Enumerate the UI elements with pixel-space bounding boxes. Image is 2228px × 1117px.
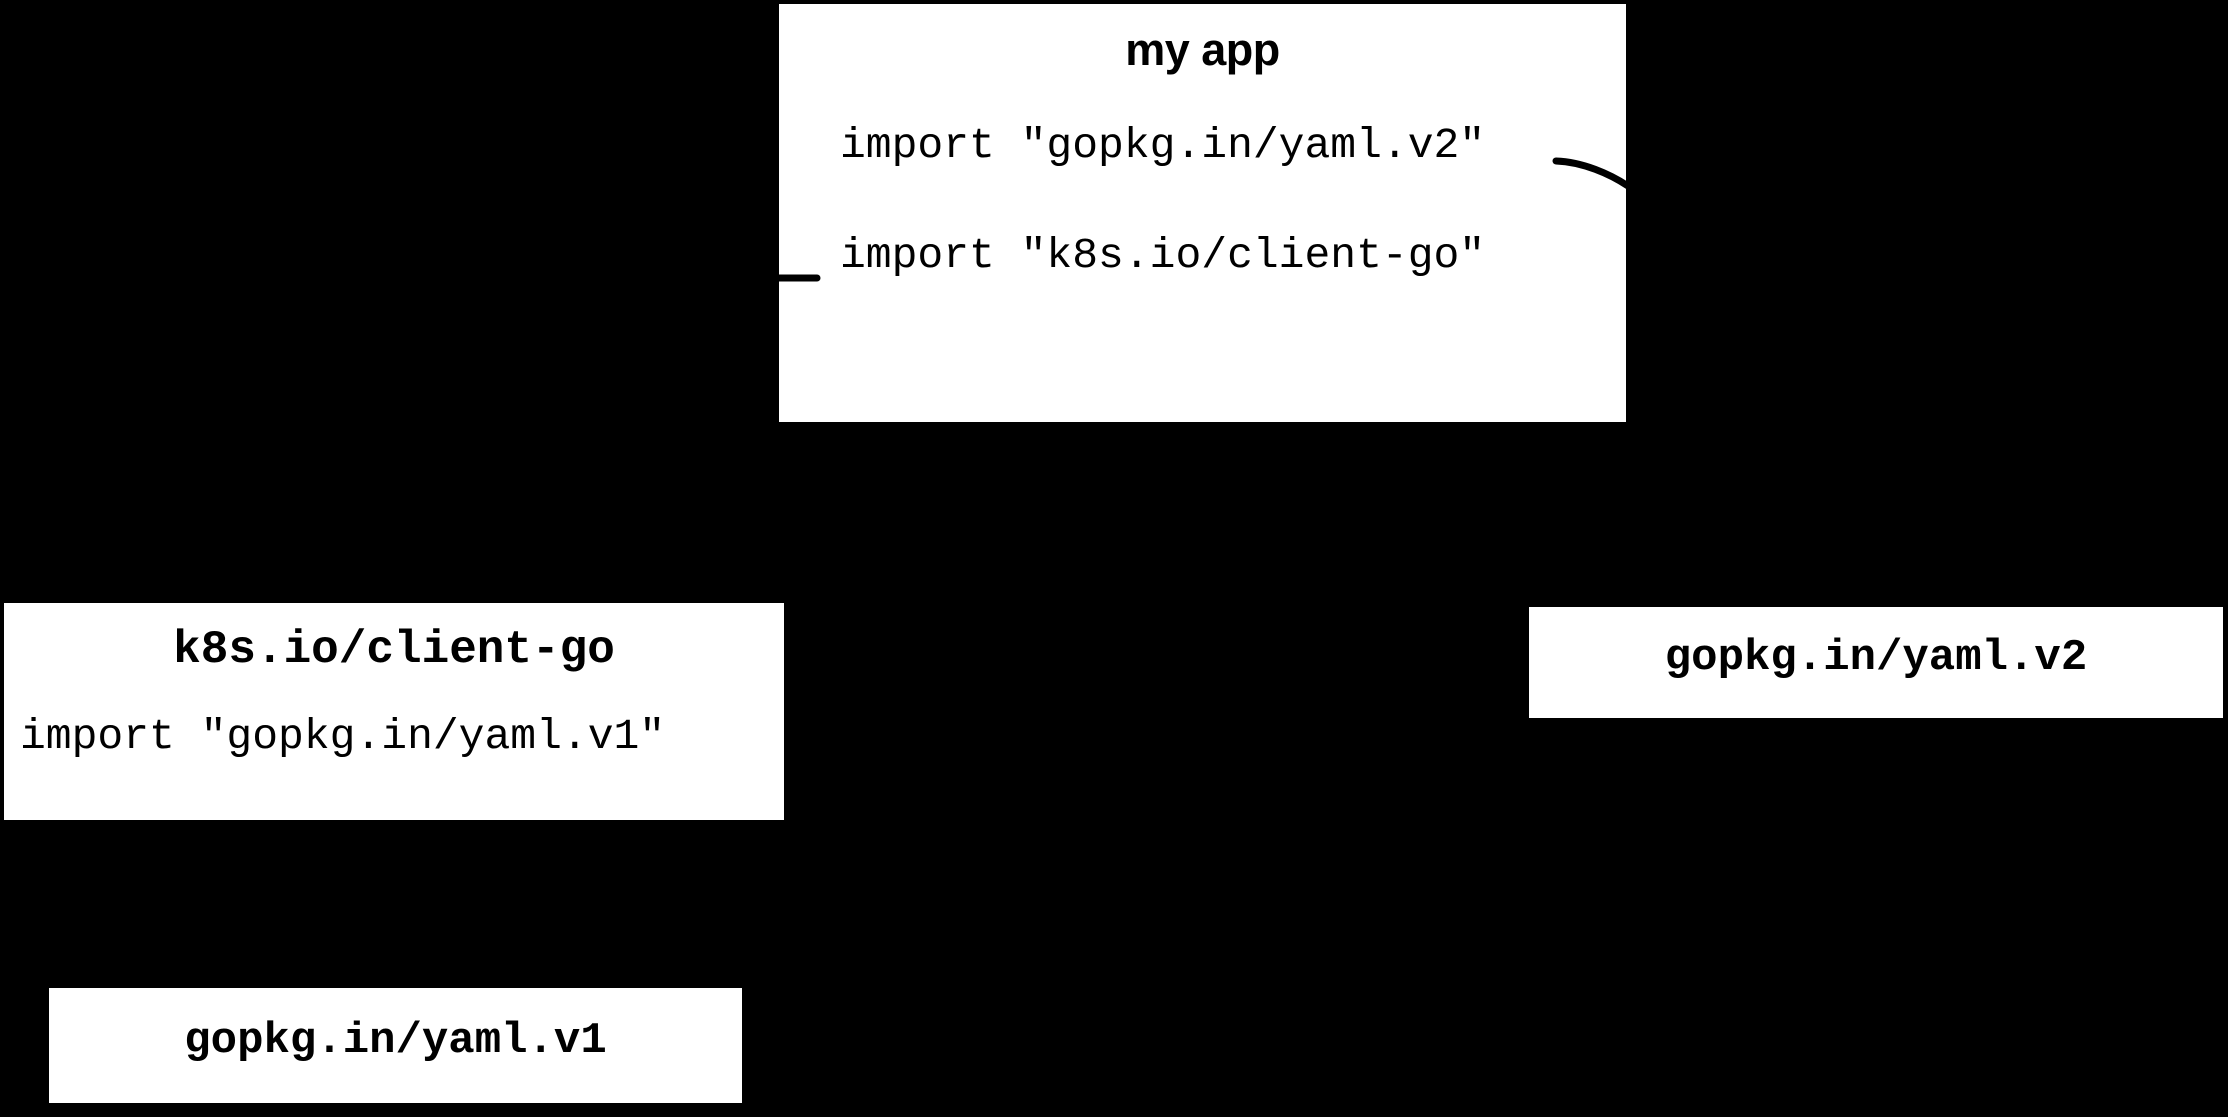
node-my-app-title: my app (1125, 24, 1280, 75)
node-k8s-io-client-go-title: k8s.io/client-go (173, 624, 615, 676)
node-gopkg-in-yaml-v2-title: gopkg.in/yaml.v2 (1664, 633, 2088, 683)
node-my-app[interactable]: my app import "gopkg.in/yaml.v2" import … (779, 4, 1626, 422)
node-k8s-io-client-go[interactable]: k8s.io/client-go import "gopkg.in/yaml.v… (4, 603, 784, 820)
node-gopkg-in-yaml-v1-title: gopkg.in/yaml.v1 (184, 1016, 607, 1066)
node-my-app-imports: import "gopkg.in/yaml.v2" import "k8s.io… (779, 124, 1626, 277)
node-gopkg-in-yaml-v2[interactable]: gopkg.in/yaml.v2 (1529, 607, 2223, 718)
import-statement-gopkg-yaml-v1: import "gopkg.in/yaml.v1" (20, 712, 666, 761)
import-statement-gopkg-yaml-v2: import "gopkg.in/yaml.v2" (840, 121, 1486, 170)
node-k8s-io-client-go-imports: import "gopkg.in/yaml.v1" (4, 715, 784, 758)
node-gopkg-in-yaml-v1[interactable]: gopkg.in/yaml.v1 (49, 988, 742, 1103)
import-statement-k8s-client-go: import "k8s.io/client-go" (840, 231, 1486, 280)
